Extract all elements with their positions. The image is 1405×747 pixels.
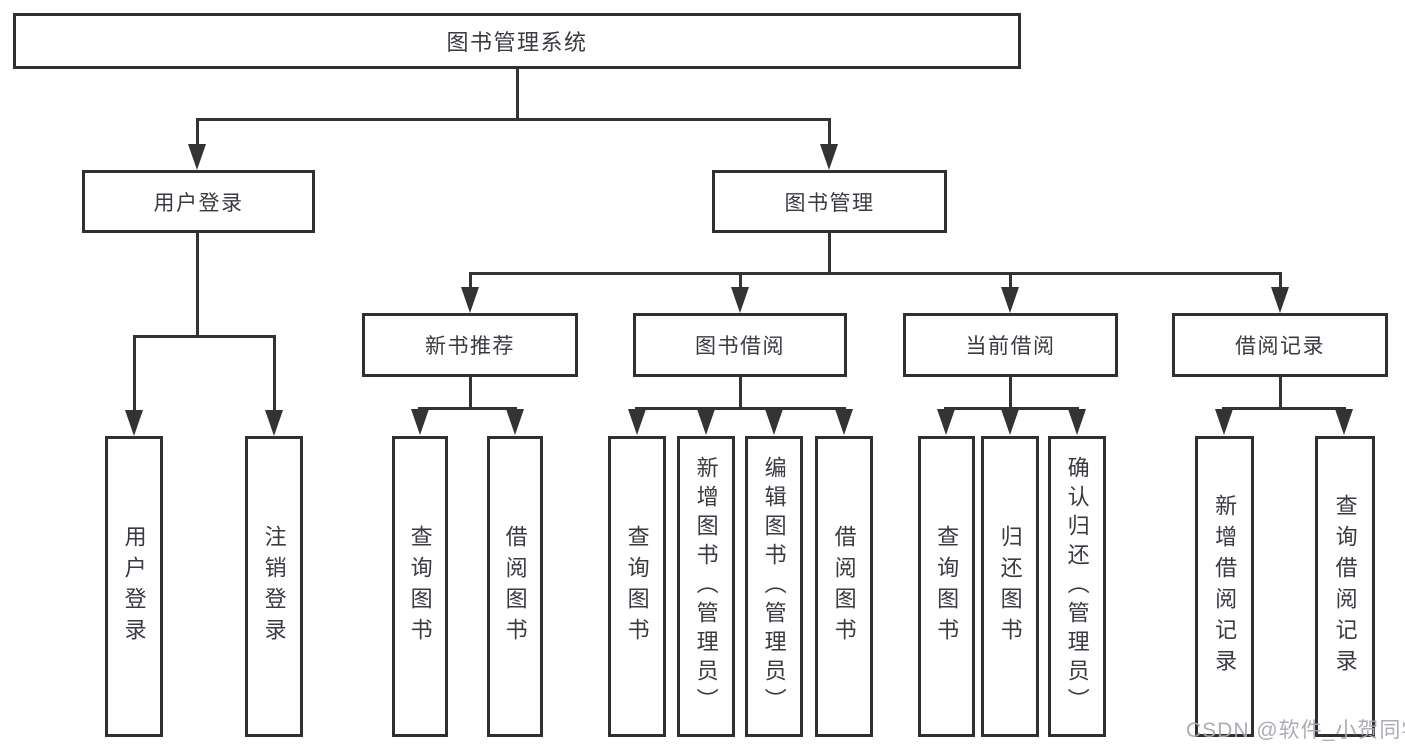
- node-borrowing-records: 借阅记录: [1172, 313, 1388, 377]
- connector-line: [739, 274, 742, 289]
- leaf-label: 查询图书: [407, 524, 433, 649]
- leaf-logout: 注销登录: [245, 436, 303, 737]
- leaf-query-books-current: 查询图书: [918, 436, 975, 737]
- arrowhead-icon: [731, 287, 749, 313]
- arrowhead-icon: [697, 409, 715, 435]
- leaf-user-login: 用户登录: [105, 436, 163, 737]
- leaf-label: 注销登录: [261, 524, 287, 649]
- node-library-system: 图书管理系统: [13, 13, 1021, 69]
- leaf-query-books-borrowing: 查询图书: [608, 436, 666, 737]
- node-label: 用户登录: [153, 191, 244, 215]
- leaf-label: 确认归还（管理员）: [1064, 456, 1090, 717]
- connector-line: [273, 337, 276, 412]
- node-book-management: 图书管理: [712, 170, 947, 233]
- arrowhead-icon: [1068, 409, 1086, 435]
- leaf-label: 新增图书（管理员）: [693, 456, 719, 717]
- connector-line: [1279, 377, 1282, 410]
- connector-line: [469, 274, 472, 289]
- arrowhead-icon: [506, 409, 524, 435]
- node-user-login: 用户登录: [82, 170, 315, 233]
- node-new-book-recommendation: 新书推荐: [362, 313, 578, 377]
- leaf-confirm-return-admin: 确认归还（管理员）: [1048, 436, 1106, 737]
- arrowhead-icon: [835, 409, 853, 435]
- leaf-label: 借阅图书: [502, 524, 528, 649]
- connector-line: [1222, 407, 1346, 410]
- leaf-label: 归还图书: [997, 524, 1023, 649]
- leaf-borrow-books-borrowing: 借阅图书: [815, 436, 873, 737]
- arrowhead-icon: [125, 410, 143, 436]
- leaf-label: 编辑图书（管理员）: [761, 456, 787, 717]
- connector-line: [739, 377, 742, 410]
- arrowhead-icon: [188, 144, 206, 170]
- arrowhead-icon: [1215, 409, 1233, 435]
- node-label: 借阅记录: [1235, 335, 1325, 358]
- leaf-label: 新增借阅记录: [1212, 493, 1238, 680]
- arrowhead-icon: [1001, 287, 1019, 313]
- connector-line: [469, 377, 472, 410]
- leaf-query-borrow-record: 查询借阅记录: [1315, 436, 1375, 737]
- connector-line: [944, 407, 1079, 410]
- connector-line: [828, 233, 831, 274]
- arrowhead-icon: [628, 409, 646, 435]
- arrowhead-icon: [937, 409, 955, 435]
- connector-line: [469, 272, 1282, 275]
- node-label: 图书借阅: [695, 335, 785, 358]
- connector-line: [516, 69, 519, 120]
- arrowhead-icon: [820, 144, 838, 170]
- csdn-watermark: CSDN @软件_小贺同学: [1186, 719, 1405, 742]
- connector-line: [1009, 274, 1012, 289]
- arrowhead-icon: [765, 409, 783, 435]
- connector-line: [196, 233, 199, 337]
- leaf-edit-book-admin: 编辑图书（管理员）: [745, 436, 803, 737]
- node-book-borrowing: 图书借阅: [633, 313, 847, 377]
- leaf-add-book-admin: 新增图书（管理员）: [677, 436, 735, 737]
- arrowhead-icon: [265, 410, 283, 436]
- leaf-label: 查询图书: [934, 524, 960, 649]
- node-label: 新书推荐: [425, 335, 515, 358]
- arrowhead-icon: [411, 409, 429, 435]
- leaf-borrow-books-recommend: 借阅图书: [487, 436, 543, 737]
- arrowhead-icon: [1335, 409, 1353, 435]
- connector-line: [1009, 377, 1012, 410]
- connector-line: [133, 337, 136, 412]
- leaf-label: 用户登录: [121, 524, 147, 649]
- leaf-query-books-recommend: 查询图书: [392, 436, 448, 737]
- leaf-label: 借阅图书: [831, 524, 857, 649]
- node-current-borrowing: 当前借阅: [903, 313, 1118, 377]
- connector-line: [133, 335, 276, 338]
- leaf-add-borrow-record: 新增借阅记录: [1195, 436, 1254, 737]
- leaf-label: 查询借阅记录: [1332, 493, 1358, 680]
- connector-line: [418, 407, 517, 410]
- leaf-return-book: 归还图书: [981, 436, 1039, 737]
- connector-line: [1279, 274, 1282, 289]
- node-label: 图书管理系统: [446, 30, 588, 55]
- node-label: 当前借阅: [965, 335, 1056, 358]
- node-label: 图书管理: [784, 191, 875, 215]
- connector-line: [196, 120, 199, 146]
- connector-line: [196, 118, 831, 121]
- leaf-label: 查询图书: [624, 524, 650, 649]
- connector-line: [828, 120, 831, 146]
- arrowhead-icon: [461, 287, 479, 313]
- connector-line: [635, 407, 846, 410]
- arrowhead-icon: [1001, 409, 1019, 435]
- arrowhead-icon: [1271, 287, 1289, 313]
